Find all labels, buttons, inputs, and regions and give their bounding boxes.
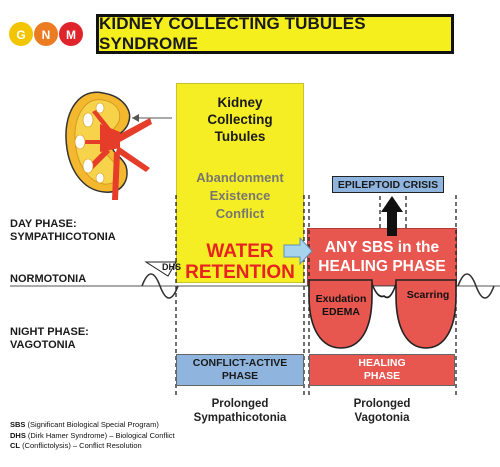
conflict-label-line-1: Abandonment bbox=[196, 170, 284, 185]
normotonia-label: NORMOTONIA bbox=[10, 273, 87, 285]
organ-label: Kidney Collecting Tubules bbox=[176, 94, 304, 145]
prolonged-symp-line-2: Sympathicotonia bbox=[193, 412, 287, 424]
legend-row-cl: CL (Conflictolysis) – Conflict Resolutio… bbox=[10, 441, 142, 450]
healing-phase-box: HEALING PHASE bbox=[309, 354, 455, 386]
prolonged-sympathicotonia-label: Prolonged Sympathicotonia bbox=[176, 397, 304, 425]
conflict-label-line-2: Existence bbox=[209, 188, 271, 203]
prolonged-vagotonia-label: Prolonged Vagotonia bbox=[309, 397, 455, 425]
exudation-line-1: Exudation bbox=[315, 293, 367, 305]
water-retention-line-1: WATER bbox=[206, 241, 274, 262]
legend-row-dhs: DHS (Dirk Hamer Syndrome) – Biological C… bbox=[10, 430, 175, 440]
transition-arrow-icon bbox=[283, 236, 313, 266]
healing-phase-line-1: HEALING bbox=[358, 357, 406, 369]
kidney-icon bbox=[65, 91, 152, 200]
prolonged-vago-line-1: Prolonged bbox=[353, 398, 411, 410]
exudation-line-2: EDEMA bbox=[322, 306, 360, 318]
day-phase-line-2: SYMPATHICOTONIA bbox=[10, 231, 116, 243]
page-title-text: KIDNEY COLLECTING TUBULES SYNDROME bbox=[99, 14, 366, 53]
epileptoid-crisis-label: EPILEPTOID CRISIS bbox=[337, 178, 439, 191]
night-phase-label: NIGHT PHASE: VAGOTONIA bbox=[10, 326, 89, 352]
organ-label-line-2: Collecting bbox=[207, 112, 273, 127]
healing-curves bbox=[308, 279, 457, 349]
water-retention-line-2: RETENTION bbox=[185, 262, 295, 283]
exudation-label: Exudation EDEMA bbox=[310, 293, 372, 319]
logo-letter-g: G bbox=[16, 28, 25, 42]
scarring-label: Scarring bbox=[406, 289, 450, 301]
conflict-label: Abandonment Existence Conflict bbox=[176, 169, 304, 223]
abbreviation-legend: SBS (Significant Biological Special Prog… bbox=[10, 420, 175, 452]
epileptoid-arrow-icon bbox=[381, 196, 403, 236]
conflict-active-phase-box: CONFLICT-ACTIVE PHASE bbox=[176, 354, 304, 386]
night-phase-line-2: VAGOTONIA bbox=[10, 339, 76, 351]
healing-block-line-1: ANY SBS in the bbox=[324, 239, 440, 256]
conflict-block bbox=[176, 83, 304, 283]
normotonia-waves bbox=[141, 273, 495, 299]
water-retention-label: WATER RETENTION bbox=[176, 241, 304, 283]
prolonged-symp-line-1: Prolonged bbox=[211, 398, 269, 410]
dhs-marker bbox=[144, 261, 177, 277]
page-title: KIDNEY COLLECTING TUBULES SYNDROME bbox=[96, 14, 454, 54]
prolonged-vago-line-2: Vagotonia bbox=[354, 412, 410, 424]
logo-letter-n: N bbox=[42, 28, 51, 42]
organ-label-line-3: Tubules bbox=[214, 129, 266, 144]
night-phase-line-1: NIGHT PHASE: bbox=[10, 326, 89, 338]
kidney-pointer-arrowhead bbox=[132, 114, 139, 122]
healing-phase-line-2: PHASE bbox=[363, 370, 401, 382]
day-phase-label: DAY PHASE: SYMPATHICOTONIA bbox=[10, 218, 116, 244]
gnm-logo: G N M bbox=[9, 22, 83, 46]
conflict-active-line-1: CONFLICT-ACTIVE bbox=[192, 357, 288, 369]
healing-block-line-2: HEALING PHASE bbox=[318, 258, 446, 275]
dhs-label: DHS bbox=[162, 262, 182, 272]
legend-row-sbs: SBS (Significant Biological Special Prog… bbox=[10, 420, 159, 429]
conflict-active-line-2: PHASE bbox=[221, 370, 259, 382]
logo-circle-m bbox=[59, 22, 83, 46]
day-phase-line-1: DAY PHASE: bbox=[10, 218, 77, 230]
conflict-label-line-3: Conflict bbox=[215, 206, 265, 221]
epileptoid-crisis-box: EPILEPTOID CRISIS bbox=[332, 176, 444, 193]
organ-label-line-1: Kidney bbox=[217, 95, 263, 110]
logo-letter-m: M bbox=[66, 28, 76, 42]
healing-block-label: ANY SBS in the HEALING PHASE bbox=[307, 238, 457, 276]
logo-circle-n bbox=[34, 22, 58, 46]
logo-circle-g bbox=[9, 22, 33, 46]
